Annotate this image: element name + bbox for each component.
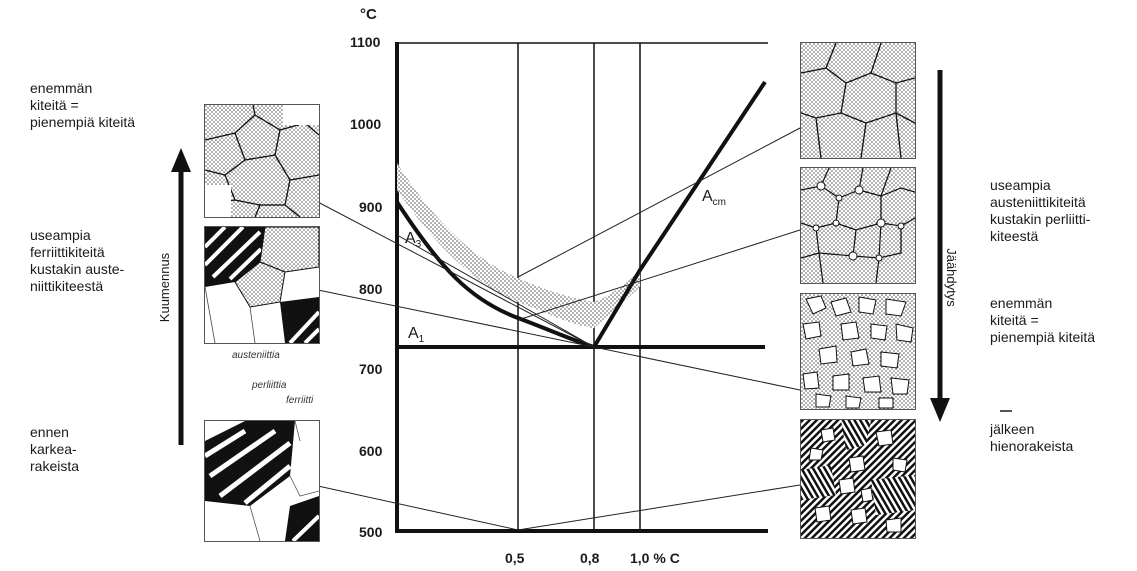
y-tick-label: 900 bbox=[359, 199, 383, 215]
connector bbox=[313, 199, 595, 348]
label-ferrite: ferriitti bbox=[286, 395, 314, 406]
connector bbox=[317, 289, 595, 348]
y-axis-unit: °C bbox=[360, 6, 377, 23]
connector bbox=[396, 234, 595, 348]
micrograph-fine-austenite bbox=[204, 104, 320, 218]
micrograph-fine-pearlite bbox=[800, 419, 916, 539]
micrograph-fine-austenite-right bbox=[800, 167, 916, 284]
right-text-upper: useampia austeniittikiteitä kustakin per… bbox=[990, 177, 1091, 244]
y-tick-label: 1000 bbox=[350, 116, 382, 132]
micrograph-fine-grains bbox=[800, 293, 916, 410]
heating-label: Kuumennus bbox=[157, 252, 173, 323]
connector bbox=[517, 127, 801, 278]
connector bbox=[517, 229, 801, 321]
x-tick-label: 1,0 % C bbox=[630, 550, 680, 566]
dash-mark bbox=[1000, 410, 1012, 412]
curve-label-a1: A1 bbox=[408, 325, 425, 346]
curve-label-a3: A3 bbox=[405, 230, 422, 251]
right-text-bottom: jälkeen hienorakeista bbox=[990, 421, 1074, 454]
left-text-middle: useampia ferriittikiteitä kustakin auste… bbox=[30, 227, 125, 294]
cooling-label: Jäähdytys bbox=[943, 248, 959, 307]
micrograph-austenite-ferrite bbox=[204, 226, 320, 344]
connector bbox=[517, 484, 801, 531]
label-austenite: austeniittia bbox=[232, 350, 280, 361]
micrograph-coarse-austenite bbox=[800, 42, 916, 159]
x-tick-label: 0,5 bbox=[505, 550, 525, 566]
curve-a3 bbox=[395, 200, 595, 349]
transformation-band bbox=[397, 163, 640, 328]
cooling-arrow-head bbox=[930, 398, 950, 422]
y-tick-label: 500 bbox=[359, 524, 383, 540]
micrograph-coarse-pearlite bbox=[204, 420, 320, 542]
connector bbox=[593, 346, 801, 391]
label-pearlite: perliittia bbox=[252, 380, 287, 391]
right-text-middle: enemmän kiteitä = pienempiä kiteitä bbox=[990, 295, 1096, 345]
heating-arrow-head bbox=[171, 148, 191, 172]
curve-acm bbox=[592, 80, 767, 349]
y-tick-label: 700 bbox=[359, 361, 383, 377]
connector bbox=[317, 485, 519, 531]
left-text-top: enemmän kiteitä = pienempiä kiteitä bbox=[30, 80, 136, 130]
curve-label-acm: Acm bbox=[702, 188, 727, 209]
x-tick-label: 0,8 bbox=[580, 550, 600, 566]
left-text-bottom: ennen karkea- rakeista bbox=[30, 424, 80, 474]
y-tick-label: 600 bbox=[359, 443, 383, 459]
y-tick-label: 1100 bbox=[350, 34, 381, 50]
y-tick-label: 800 bbox=[359, 281, 383, 297]
